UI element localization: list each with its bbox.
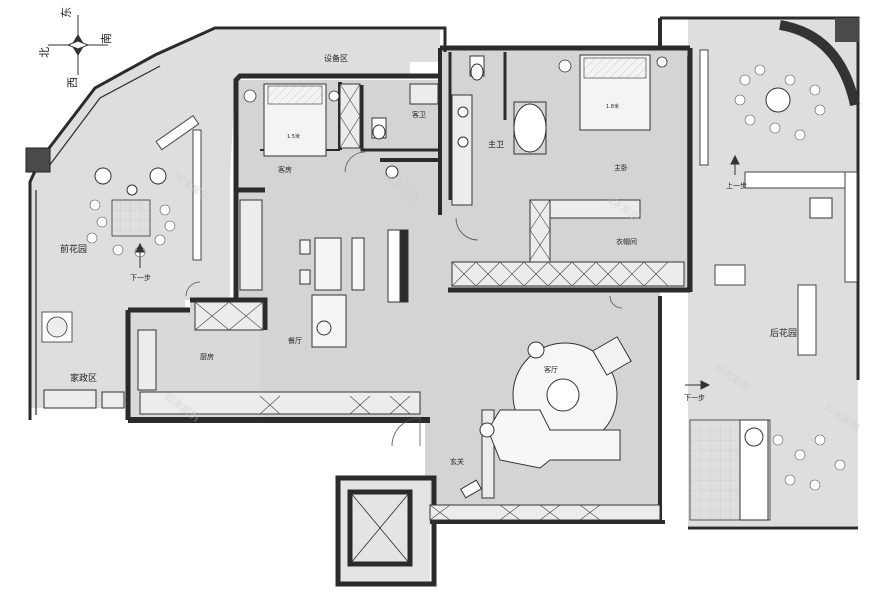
label-step-back-down: 下一步 — [684, 394, 705, 402]
guest-bed-size: 1.5米 — [287, 133, 300, 140]
label-dining: 餐厅 — [288, 336, 302, 345]
bathroom-fixtures — [371, 55, 547, 179]
dining-set — [299, 229, 409, 348]
label-master-bed: 主卧 — [614, 163, 628, 172]
door-swings — [185, 151, 623, 447]
master-bed — [558, 54, 668, 131]
guest-bed — [243, 83, 340, 157]
hatched-storage — [194, 83, 669, 521]
label-kitchen: 厨房 — [200, 352, 214, 361]
compass-south: 南 — [100, 33, 113, 44]
living-furniture — [460, 336, 632, 499]
front-garden-boundary — [28, 26, 447, 420]
label-guest-room: 客房 — [278, 165, 292, 174]
label-back-garden: 后花园 — [770, 327, 797, 339]
master-bed-size: 1.8米 — [606, 103, 619, 110]
guest-wardrobe — [339, 83, 361, 149]
step-arrows — [135, 154, 740, 390]
label-master-bath: 主卫 — [488, 139, 504, 149]
front-garden-items — [25, 115, 202, 343]
back-garden-items — [689, 18, 860, 521]
label-equipment: 设备区 — [324, 53, 348, 63]
label-living: 客厅 — [544, 365, 558, 374]
bathtub — [513, 103, 547, 153]
label-step-front: 下一步 — [130, 274, 151, 282]
label-closet: 衣帽间 — [616, 237, 637, 246]
closet-island — [529, 199, 551, 263]
label-guest-bath: 客卫 — [412, 110, 426, 119]
walls — [28, 16, 860, 587]
coffee-table — [546, 378, 580, 412]
compass-west: 西 — [66, 77, 79, 88]
living-cabinet — [429, 504, 661, 521]
label-front-garden: 前花园 — [60, 243, 87, 255]
label-entrance: 玄关 — [450, 457, 464, 466]
compass-east: 东 — [60, 7, 73, 18]
label-step-back-up: 上一步 — [726, 181, 747, 190]
compass-rose — [48, 15, 108, 75]
sofa — [487, 409, 621, 469]
compass-north: 北 — [38, 47, 51, 58]
label-utility: 家政区 — [70, 372, 97, 384]
